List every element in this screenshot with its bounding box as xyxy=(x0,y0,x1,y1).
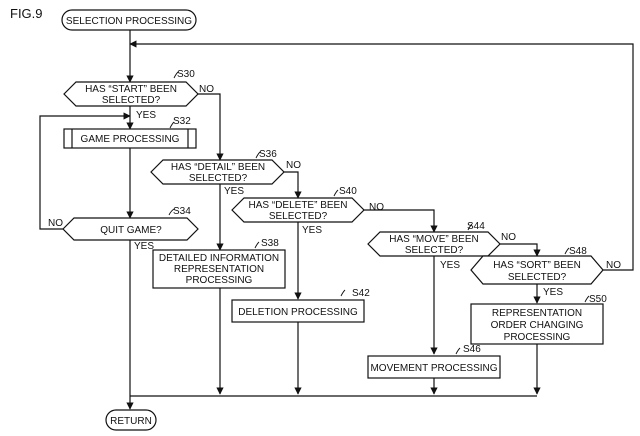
step-id-s42: S42 xyxy=(352,288,370,299)
decision-s44-line2: SELECTED? xyxy=(405,245,464,256)
process-s46: MOVEMENT PROCESSING S46 xyxy=(367,344,501,379)
step-leader-s42 xyxy=(340,289,346,297)
step-leader-s44 xyxy=(467,223,473,231)
process-s50-line3: PROCESSING xyxy=(504,332,571,343)
s48-no-label: NO xyxy=(606,260,621,271)
process-s32-label: GAME PROCESSING xyxy=(81,134,180,145)
decision-s40: HAS “DELETE” BEEN SELECTED? S40 NO YES xyxy=(231,186,384,236)
step-id-s40: S40 xyxy=(339,186,357,197)
edge-s30-no xyxy=(198,93,224,161)
step-leader-s30 xyxy=(173,71,179,79)
step-id-s48: S48 xyxy=(569,246,587,257)
process-s38-line3: PROCESSING xyxy=(186,275,253,286)
decision-s48-line1: HAS “SORT” BEEN xyxy=(493,260,581,271)
step-leader-s40 xyxy=(333,189,339,197)
decision-s40-line2: SELECTED? xyxy=(269,211,328,222)
return-terminal-label: RETURN xyxy=(110,416,152,427)
edge-s34-no-loop xyxy=(39,112,131,230)
edge-s36-no xyxy=(284,171,302,199)
decision-s36-line1: HAS “DETAIL” BEEN xyxy=(171,162,265,173)
s30-yes-label: YES xyxy=(136,110,156,121)
s34-no-label: NO xyxy=(48,218,63,229)
figure-label: FIG.9 xyxy=(10,6,43,21)
decision-s44-line1: HAS “MOVE” BEEN xyxy=(389,234,478,245)
step-id-s32: S32 xyxy=(173,116,191,127)
decision-s30-line1: HAS “START” BEEN xyxy=(85,84,177,95)
decision-s40-line1: HAS “DELETE” BEEN xyxy=(249,200,348,211)
decision-s34: QUIT GAME? S34 NO YES xyxy=(48,206,199,252)
step-id-s30: S30 xyxy=(177,69,195,80)
s44-yes-label: YES xyxy=(440,260,460,271)
s36-no-label: NO xyxy=(286,160,301,171)
s30-no-label: NO xyxy=(199,84,214,95)
s40-yes-label: YES xyxy=(302,225,322,236)
process-s50-line2: ORDER CHANGING xyxy=(491,320,584,331)
process-s50: REPRESENTATION ORDER CHANGING PROCESSING… xyxy=(470,294,607,345)
decision-s36-line2: SELECTED? xyxy=(189,173,248,184)
edge-s44-no xyxy=(500,243,541,257)
step-id-s50: S50 xyxy=(589,294,607,305)
step-id-s36: S36 xyxy=(259,149,277,160)
s40-no-label: NO xyxy=(369,202,384,213)
s44-no-label: NO xyxy=(501,232,516,243)
process-s38-line2: REPRESENTATION xyxy=(174,264,264,275)
return-terminal: RETURN xyxy=(105,409,157,431)
step-leader-s32 xyxy=(169,121,175,129)
step-leader-s50 xyxy=(584,295,590,303)
process-s32: GAME PROCESSING S32 xyxy=(63,116,197,149)
step-leader-s38 xyxy=(254,241,260,249)
decision-s30: HAS “START” BEEN SELECTED? S30 NO YES xyxy=(63,69,214,121)
decision-s48: HAS “SORT” BEEN SELECTED? S48 NO YES xyxy=(470,246,621,298)
process-s38: DETAILED INFORMATION REPRESENTATION PROC… xyxy=(152,238,286,289)
step-leader-s36 xyxy=(255,151,261,159)
step-leader-s46 xyxy=(455,347,461,355)
s36-yes-label: YES xyxy=(224,186,244,197)
step-leader-s48 xyxy=(564,247,570,255)
edge-s40-no xyxy=(364,209,438,233)
process-s50-line1: REPRESENTATION xyxy=(492,308,582,319)
step-leader-s34 xyxy=(168,208,175,216)
decision-s48-line2: SELECTED? xyxy=(508,272,567,283)
decision-s36: HAS “DETAIL” BEEN SELECTED? S36 NO YES xyxy=(150,149,301,197)
step-id-s44: S44 xyxy=(467,221,485,232)
start-terminal: SELECTION PROCESSING xyxy=(61,9,197,31)
process-s46-label: MOVEMENT PROCESSING xyxy=(370,363,497,374)
process-s42-label: DELETION PROCESSING xyxy=(238,307,358,318)
start-terminal-label: SELECTION PROCESSING xyxy=(66,16,192,27)
step-id-s38: S38 xyxy=(261,238,279,249)
step-id-s46: S46 xyxy=(463,344,481,355)
decision-s44: HAS “MOVE” BEEN SELECTED? S44 NO YES xyxy=(367,221,516,271)
step-id-s34: S34 xyxy=(173,206,191,217)
flow-lines xyxy=(39,30,634,410)
s48-yes-label: YES xyxy=(543,287,563,298)
decision-s30-line2: SELECTED? xyxy=(102,95,161,106)
process-s38-line1: DETAILED INFORMATION xyxy=(159,253,279,264)
edge-s48-no-loop xyxy=(129,40,634,271)
process-s42: DELETION PROCESSING S42 xyxy=(231,288,370,323)
decision-s34-label: QUIT GAME? xyxy=(100,225,162,236)
s34-yes-label: YES xyxy=(134,241,154,252)
